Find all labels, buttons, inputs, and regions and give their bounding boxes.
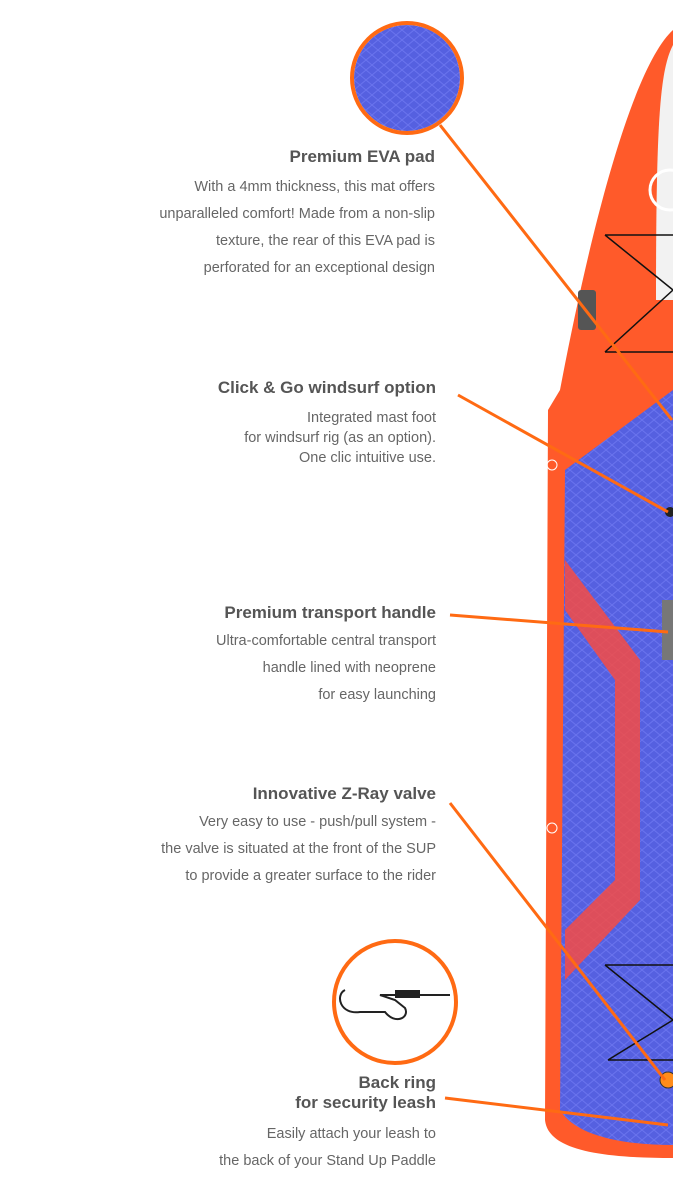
feature-text: unparalleled comfort! Made from a non-sl…	[159, 206, 435, 222]
feature-text: Easily attach your leash to	[266, 1126, 436, 1142]
feature-text: for windsurf rig (as an option).	[244, 430, 436, 446]
feature-text: perforated for an exceptional design	[203, 260, 435, 276]
leash-detail-image	[332, 939, 458, 1065]
feature-back-ring: Back ring for security leash Easily atta…	[219, 1073, 436, 1175]
logo-icon	[648, 168, 673, 212]
feature-text: the back of your Stand Up Paddle	[219, 1153, 436, 1169]
feature-title: Click & Go windsurf option	[217, 378, 436, 397]
feature-title: Premium EVA pad	[289, 147, 435, 166]
feature-text: Very easy to use - push/pull system -	[199, 814, 436, 830]
feature-text: for easy launching	[318, 687, 436, 703]
deck-stripe	[565, 560, 640, 980]
feature-text: Integrated mast foot	[307, 410, 436, 426]
feature-transport-handle: Premium transport handle Ultra-comfortab…	[216, 603, 436, 709]
eva-pad-detail-image	[350, 21, 464, 135]
feature-title-line: for security leash	[295, 1093, 436, 1112]
feature-windsurf-option: Click & Go windsurf option Integrated ma…	[218, 378, 436, 468]
feature-text: handle lined with neoprene	[262, 660, 436, 676]
feature-text: to provide a greater surface to the ride…	[185, 868, 436, 884]
feature-text: Ultra-comfortable central transport	[216, 633, 436, 649]
board-nose-white	[656, 45, 673, 300]
feature-text: the valve is situated at the front of th…	[161, 841, 436, 857]
feature-zray-valve: Innovative Z-Ray valve Very easy to use …	[161, 784, 436, 890]
feature-eva-pad: Premium EVA pad With a 4mm thickness, th…	[159, 147, 435, 282]
feature-title: Premium transport handle	[224, 603, 436, 622]
transport-handle-icon	[662, 600, 673, 660]
feature-title: Back ring for security leash	[219, 1073, 436, 1113]
feature-title: Innovative Z-Ray valve	[252, 784, 436, 803]
feature-text: With a 4mm thickness, this mat offers	[194, 179, 435, 195]
feature-title-line: Back ring	[358, 1073, 436, 1092]
feature-text: texture, the rear of this EVA pad is	[216, 233, 435, 249]
feature-text: One clic intuitive use.	[298, 450, 436, 466]
